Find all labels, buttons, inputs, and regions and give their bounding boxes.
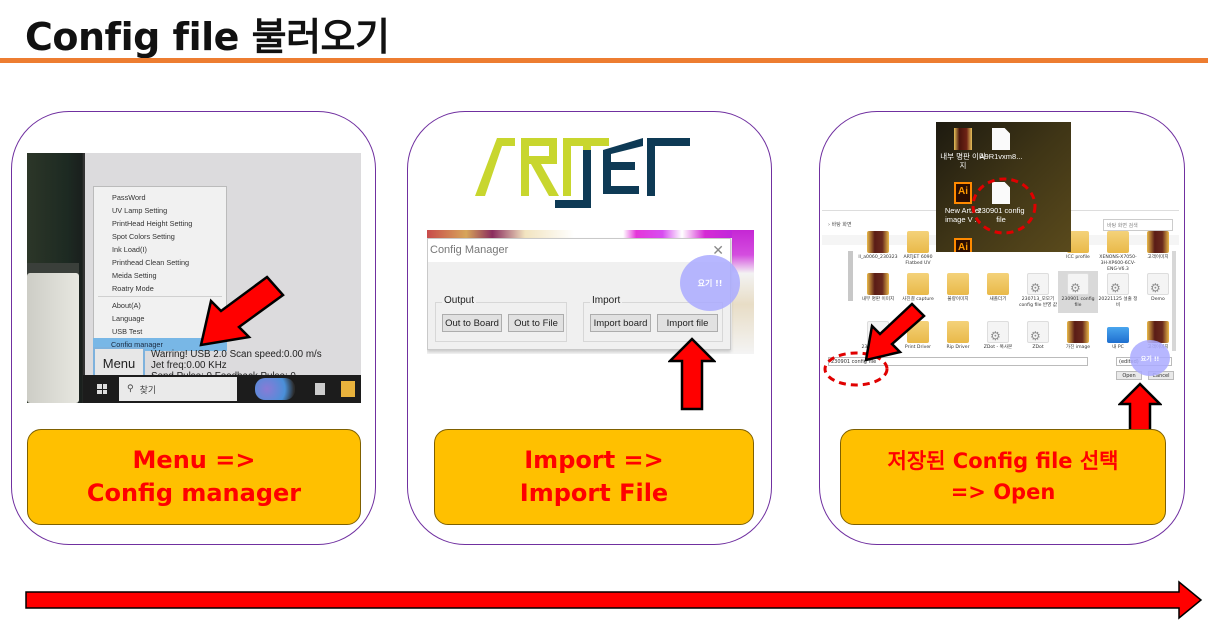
task-view-icon[interactable] <box>315 383 325 395</box>
file-item[interactable]: ICC profile <box>1058 231 1098 261</box>
output-group-label: Output <box>442 295 477 306</box>
address-bar[interactable]: › 바탕 화면 <box>828 222 852 228</box>
caption-line-1: Import => <box>524 446 664 474</box>
flow-arrow-icon <box>25 580 1203 620</box>
red-up-arrow-icon <box>668 337 716 411</box>
window-title: Config Manager <box>430 244 509 256</box>
callout-bubble: 요기 !! <box>680 255 740 311</box>
out-to-board-button[interactable]: Out to Board <box>442 314 502 332</box>
menu-item-uv-lamp[interactable]: UV Lamp Setting <box>112 206 168 215</box>
menu-item-usb-test[interactable]: USB Test <box>112 327 143 336</box>
config-file-icon <box>992 182 1010 204</box>
file-item[interactable]: 20221125 설출 정비 <box>1098 273 1138 309</box>
out-to-file-button[interactable]: Out to File <box>508 314 564 332</box>
close-icon[interactable]: ✕ <box>712 242 724 258</box>
book-icon <box>954 128 972 150</box>
artjet-logo <box>475 138 690 208</box>
taskbar-search-label: 찾기 <box>139 385 157 396</box>
taskbar-app-icon[interactable] <box>255 378 295 400</box>
highlight-circle <box>823 351 889 387</box>
caption-line-2: => Open <box>950 480 1056 504</box>
file-item[interactable]: 사진결 capture <box>898 273 938 303</box>
file-item[interactable]: ZDot <box>1018 321 1058 351</box>
import-group: Import Import board Import file <box>583 295 723 342</box>
search-icon: ⚲ <box>127 384 134 394</box>
window-titlebar: Config Manager ✕ <box>428 239 730 262</box>
file-item[interactable]: 고객이미지 <box>1138 231 1178 261</box>
illustrator-icon: Ai <box>954 182 972 204</box>
menu-item-ink-load[interactable]: Ink Load(I) <box>112 245 147 254</box>
file-item[interactable]: ZDot - 복사본 <box>978 321 1018 351</box>
open-button[interactable]: Open <box>1116 371 1142 380</box>
background-artwork-right <box>732 230 754 354</box>
mug <box>27 273 79 403</box>
file-item[interactable]: 새폴더기 <box>978 273 1018 303</box>
caption-line-1: Menu => <box>132 446 256 474</box>
file-item[interactable]: Rip Driver <box>938 321 978 351</box>
desktop-icon[interactable]: 내부 명판 이미지 <box>938 128 988 170</box>
document-icon <box>992 128 1010 150</box>
import-board-button[interactable]: Import board <box>590 314 651 332</box>
taskbar-search[interactable]: ⚲ 찾기 <box>119 377 237 401</box>
red-arrow-icon <box>199 275 285 347</box>
callout-bubble: 요기 !! <box>1130 340 1170 376</box>
import-group-label: Import <box>590 295 623 306</box>
desktop-icon[interactable]: A9R1vxm8... <box>976 128 1026 161</box>
file-scrollbar[interactable] <box>1172 251 1176 351</box>
file-item[interactable]: 불량이미지 <box>938 273 978 303</box>
software-menu-photo: PassWord UV Lamp Setting PrintHead Heigh… <box>27 153 361 403</box>
caption-line-1: 저장된 Config file 선택 <box>887 449 1119 473</box>
file-item[interactable]: 내 PC <box>1098 321 1138 351</box>
file-item[interactable]: ll_a0060_230323 <box>858 231 898 261</box>
caption-line-2: Config manager <box>86 479 302 507</box>
illustrator-icon: Ai <box>954 238 972 252</box>
file-item[interactable]: ARTJET 6090 Flatbed UV <box>898 231 938 267</box>
menu-item-printhead-height[interactable]: PrintHead Height Setting <box>112 219 193 228</box>
file-item[interactable]: 가진 image <box>1058 321 1098 351</box>
desktop-icon-config[interactable]: 230901 config file <box>976 182 1026 224</box>
title-underline <box>0 58 1208 63</box>
desktop-icon[interactable]: Ai <box>938 238 988 252</box>
file-item[interactable]: 내부 명판 이미지 <box>858 273 898 303</box>
file-item[interactable]: Demo <box>1138 273 1178 303</box>
nav-scrollbar[interactable] <box>848 251 853 301</box>
step-2-panel: Config Manager ✕ Output Out to Board Out… <box>407 111 772 545</box>
context-menu: PassWord UV Lamp Setting PrintHead Heigh… <box>93 186 227 351</box>
file-item[interactable]: XENONS-X7050-3H-XP600-6CV-ENG-V6.3 <box>1098 231 1138 273</box>
config-manager-dialog: Config Manager ✕ Output Out to Board Out… <box>427 238 731 350</box>
status-line-2: Jet freq:0.00 KHz <box>151 360 227 371</box>
step-2-caption: Import => Import File <box>434 429 754 525</box>
windows-start-icon[interactable] <box>97 384 107 394</box>
step-1-panel: PassWord UV Lamp Setting PrintHead Heigh… <box>11 111 376 545</box>
step-3-caption: 저장된 Config file 선택 => Open <box>840 429 1166 525</box>
menu-item-language[interactable]: Language <box>112 314 145 323</box>
step-1-caption: Menu => Config manager <box>27 429 361 525</box>
page-title: Config file 불러오기 <box>25 15 390 59</box>
output-group: Output Out to Board Out to File <box>435 295 567 342</box>
menu-item-about[interactable]: About(A) <box>112 301 141 310</box>
highlight-circle <box>971 177 1037 235</box>
menu-item-rotary-mode[interactable]: Roatry Mode <box>112 284 154 293</box>
step-3-panel: › 바탕 화면 바탕 화면 검색 ll_a0060_230323 ARTJET … <box>819 111 1185 545</box>
red-arrow-icon <box>864 302 926 362</box>
caption-line-2: Import File <box>519 479 669 507</box>
search-box[interactable]: 바탕 화면 검색 <box>1103 219 1173 231</box>
file-item-selected[interactable]: 230901 config file <box>1058 271 1098 313</box>
status-line-1: Warring! USB 2.0 Scan speed:0.00 m/s <box>151 349 322 360</box>
file-explorer-icon[interactable] <box>341 381 355 397</box>
menu-item-password[interactable]: PassWord <box>112 193 146 202</box>
config-manager-window: Config Manager ✕ Output Out to Board Out… <box>427 230 754 354</box>
menu-button[interactable]: Menu <box>93 347 145 379</box>
file-item[interactable]: 230713_모모기 config file 반영 값 <box>1018 273 1058 309</box>
menu-item-media-setting[interactable]: Meida Setting <box>112 271 157 280</box>
background-artwork <box>427 230 754 238</box>
windows-taskbar: ⚲ 찾기 <box>83 375 361 403</box>
import-file-button[interactable]: Import file <box>657 314 718 332</box>
menu-item-printhead-clean[interactable]: Printhead Clean Setting <box>112 258 190 267</box>
menu-separator <box>98 296 222 297</box>
menu-item-spot-colors[interactable]: Spot Colors Setting <box>112 232 175 241</box>
